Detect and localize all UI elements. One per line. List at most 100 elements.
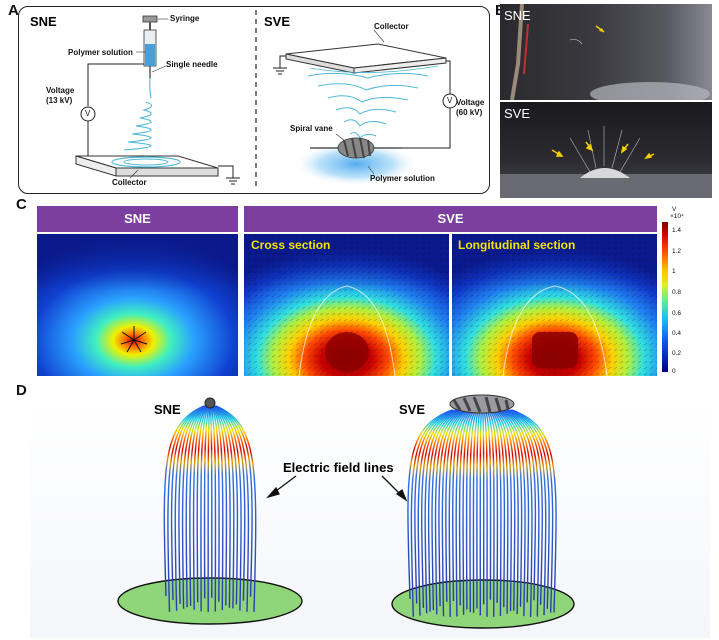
sne-collector-label: Collector [112,178,147,187]
sve-voltage-value: (60 kV) [456,108,483,117]
field-line [506,409,543,605]
colorbar-exponent: ×10⁴ [670,213,684,220]
field-line [417,409,457,616]
field-line [200,405,210,612]
field-line [458,409,474,606]
field-line [189,405,208,606]
field-line [214,405,250,612]
panel-c-letter: C [16,196,27,213]
field-line [434,409,464,615]
field-maps [37,234,657,376]
field-line [410,409,454,617]
field-line [482,409,485,605]
sve-voltmeter: V [447,96,453,105]
field-line [452,409,471,602]
field-line [508,409,550,609]
sne-voltage-label: Voltage [46,86,75,95]
electric-field-lines-label: Electric field lines [283,460,394,475]
field-line [192,405,209,610]
colorbar-tick: 1.4 [672,227,682,234]
colorbar-tick: 1 [672,268,676,275]
header-sne: SNE [37,206,238,232]
field-line [486,409,495,617]
sne-jet [123,77,153,151]
sne-field-arrows [120,326,148,353]
sne-collector-plate [75,155,219,177]
field-line [207,405,211,613]
field-line [499,409,526,617]
field-line [491,409,509,614]
field-line [484,409,492,600]
field-line [445,409,468,602]
field-line [507,409,547,616]
longitudinal-section-label: Longitudinal section [458,238,576,252]
field-line [170,405,206,601]
sne-voltage-value: (13 kV) [46,96,73,105]
photo-sve: SVE [500,102,712,198]
field-line [462,409,475,615]
field-line [503,409,537,601]
sne-field-label: SNE [154,402,181,417]
field-line [472,409,480,613]
field-line [178,405,207,604]
field-line [203,405,210,599]
field-line [424,409,460,614]
sve-field-label: SVE [399,402,426,417]
field-line [209,405,213,598]
colorbar-tick: 0.2 [672,350,682,357]
photo-sve-label: SVE [504,106,531,121]
field-line [421,409,458,608]
field-line [212,405,235,609]
sve-field-lines [407,409,557,618]
panel-a-drawing [75,10,458,190]
sve-collector-label: Collector [374,22,409,31]
field-line [493,409,512,612]
field-line [490,409,506,608]
field-line [511,409,557,613]
field-line [438,409,465,607]
needle-tip-icon [204,397,216,409]
field-line [494,409,516,611]
polymer-solution-label-sne: Polymer solution [68,48,133,57]
field-lines-drawing [117,394,575,629]
spiral-vane-icon [310,137,402,159]
field-line [496,409,519,615]
field-line [504,409,540,617]
field-line [196,405,209,603]
sve-collector-plate [285,43,447,74]
panel-a-letter: A [8,2,19,19]
sve-circuit [273,55,458,149]
field-line [163,405,205,597]
polymer-solution-label-sve: Polymer solution [370,174,435,183]
field-line [448,409,470,618]
header-sve: SVE [244,206,657,232]
field-line [211,405,228,606]
field-line [210,405,220,602]
field-line [185,405,208,608]
colorbar-tick: 1.2 [672,248,682,255]
field-line [211,405,224,611]
panel-d-letter: D [16,382,27,399]
field-line [212,405,231,608]
photo-sne: SNE [500,4,712,100]
photo-sne-label: SNE [504,8,531,23]
field-line [210,405,217,612]
colorbar-tick: 0 [672,368,676,375]
field-line [501,409,533,618]
colorbar-tick: 0.8 [672,289,682,296]
sne-circuit [80,63,240,185]
field-lines-arrows [266,475,408,502]
colorbar [662,222,668,372]
field-line [427,409,461,612]
panel-a-frame [18,6,490,194]
colorbar-unit: V [672,206,677,213]
field-line [214,405,246,601]
sve-polymer-solution [294,142,418,186]
cross-section-label: Cross section [251,238,331,252]
field-line [407,409,453,600]
field-line [500,409,530,603]
syringe-icon [142,15,158,78]
sve-voltage-label: Voltage [456,98,485,107]
field-line [510,409,554,613]
field-line [483,409,488,617]
